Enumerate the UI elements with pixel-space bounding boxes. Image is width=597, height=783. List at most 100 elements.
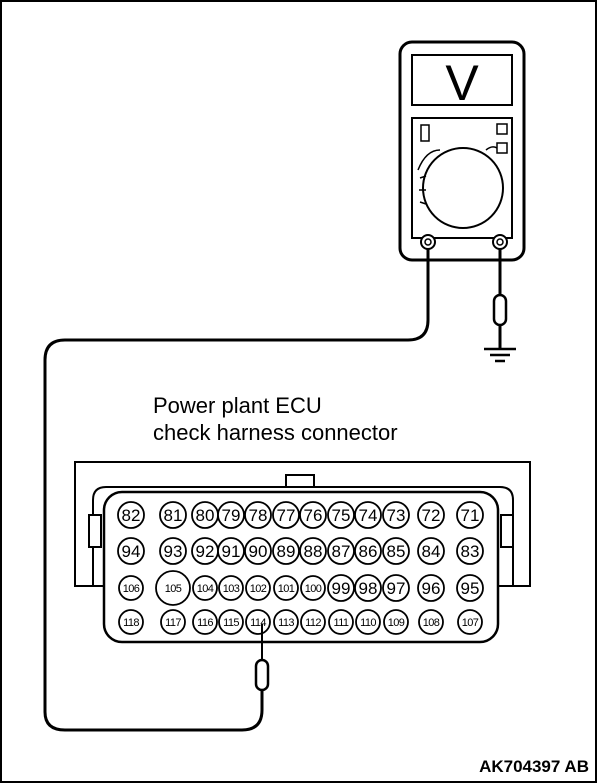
connector-pin-circle (159, 501, 187, 529)
connector-pin-label: 101 (278, 583, 295, 595)
connector-pin-73: 73 (382, 501, 410, 529)
connector-pin-78: 78 (244, 501, 272, 529)
connector-pin-label: 98 (359, 579, 378, 598)
connector-pin-label: 89 (277, 542, 296, 561)
connector-pin-label: 95 (461, 579, 480, 598)
connector-pin-117: 117 (160, 609, 186, 635)
connector-pin-label: 113 (278, 617, 294, 629)
connector-pin-circle (328, 609, 354, 635)
connector-pin-circle (417, 574, 445, 602)
connector-pin-80: 80 (191, 501, 219, 529)
test-lead-wire (43, 249, 430, 732)
connector-pin-92: 92 (191, 537, 219, 565)
connector-pin-101: 101 (273, 575, 299, 601)
connector-pin-label: 91 (222, 542, 241, 561)
connector-pin-74: 74 (354, 501, 382, 529)
connector-pin-circle (273, 575, 299, 601)
connector-side-key-right (500, 514, 514, 548)
connector-pin-label: 105 (165, 583, 182, 595)
connector-pin-77: 77 (272, 501, 300, 529)
connector-pin-label: 84 (422, 542, 441, 561)
connector-pin-circle (383, 609, 409, 635)
connector-pin-108: 108 (418, 609, 444, 635)
multimeter-icon: V (398, 40, 526, 262)
connector-pin-circle (299, 501, 327, 529)
test-probe-icon (254, 624, 270, 692)
connector-pin-circle (382, 501, 410, 529)
connector-pin-circle (244, 537, 272, 565)
connector-pin-circle (300, 609, 326, 635)
connector-pin-circle (456, 537, 484, 565)
connector-pin-88: 88 (299, 537, 327, 565)
caption-line-1: Power plant ECU (153, 393, 322, 418)
connector-pin-112: 112 (300, 609, 326, 635)
connector-pin-label: 97 (387, 579, 406, 598)
connector-pin-label: 73 (387, 506, 406, 525)
connector-pin-109: 109 (383, 609, 409, 635)
connector-pin-103: 103 (218, 575, 244, 601)
connector-pin-label: 94 (122, 542, 141, 561)
connector-pin-label: 86 (359, 542, 378, 561)
connector-pin-circle (382, 574, 410, 602)
connector-pin-label: 103 (223, 583, 240, 595)
connector-pin-label: 71 (461, 506, 480, 525)
connector-pin-circle (327, 501, 355, 529)
connector-pin-label: 82 (122, 506, 141, 525)
connector-pin-circle (218, 609, 244, 635)
figure-id: AK704397 AB (479, 757, 589, 776)
connector-pin-circle (118, 575, 144, 601)
connector-pin-circle (272, 501, 300, 529)
connector-pin-circle (456, 501, 484, 529)
connector-pin-label: 111 (334, 617, 349, 629)
connector-pin-113: 113 (273, 609, 299, 635)
connector-pin-label: 79 (222, 506, 241, 525)
connector-pin-label: 106 (123, 583, 140, 595)
connector-pin-116: 116 (192, 609, 218, 635)
connector-pin-circle (354, 537, 382, 565)
connector-pin-79: 79 (217, 501, 245, 529)
connector-pin-102: 102 (245, 575, 271, 601)
connector-pin-circle (218, 575, 244, 601)
connector-pin-label: 104 (197, 583, 214, 595)
connector-pin-circle (117, 501, 145, 529)
connector-pin-94: 94 (117, 537, 145, 565)
connector-pin-95: 95 (456, 574, 484, 602)
connector-pin-111: 111 (328, 609, 354, 635)
connector-pin-label: 114 (250, 617, 266, 629)
connector-pin-circle (159, 537, 187, 565)
connector-pin-label: 85 (387, 542, 406, 561)
connector-pin-label: 117 (165, 617, 181, 629)
caption-line-2: check harness connector (153, 420, 398, 445)
connector-pin-115: 115 (218, 609, 244, 635)
connector-pin-circle (117, 537, 145, 565)
connector-pin-circle (244, 501, 272, 529)
connector-pin-91: 91 (217, 537, 245, 565)
connector-pin-82: 82 (117, 501, 145, 529)
connector-face (102, 490, 500, 644)
ground-icon (484, 347, 516, 363)
connector-pin-72: 72 (417, 501, 445, 529)
connector-pin-99: 99 (327, 574, 355, 602)
connector-pin-90: 90 (244, 537, 272, 565)
connector-pin-71: 71 (456, 501, 484, 529)
connector-pin-label: 74 (359, 506, 378, 525)
connector-pin-86: 86 (354, 537, 382, 565)
connector-pin-81: 81 (159, 501, 187, 529)
connector-pin-circle (327, 537, 355, 565)
connector-pin-label: 112 (305, 617, 321, 629)
meter-v-jack (492, 234, 508, 250)
connector-pin-label: 75 (332, 506, 351, 525)
connector-pin-circle (456, 574, 484, 602)
ground-lead (492, 249, 508, 348)
connector-pin-circle (417, 501, 445, 529)
connector-pin-label: 107 (462, 617, 479, 629)
connector-pin-96: 96 (417, 574, 445, 602)
connector-pin-circle (192, 575, 218, 601)
connector-pin-circle (417, 537, 445, 565)
connector-pin-75: 75 (327, 501, 355, 529)
connector-pin-93: 93 (159, 537, 187, 565)
connector-pin-label: 81 (164, 506, 183, 525)
connector-pin-105: 105 (155, 570, 191, 606)
connector-pin-circle (217, 501, 245, 529)
